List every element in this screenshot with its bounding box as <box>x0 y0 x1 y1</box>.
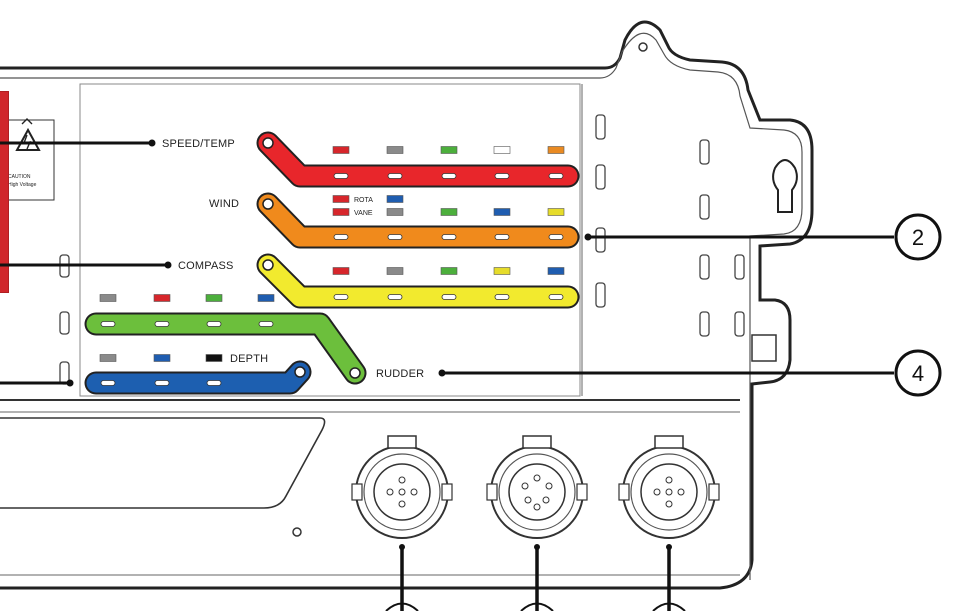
terminal-screw <box>494 173 510 179</box>
bar-rudder <box>84 312 367 385</box>
terminal-screw <box>258 321 274 327</box>
connector-1 <box>351 435 453 539</box>
terminal-screw <box>333 234 349 240</box>
wire-color-marker <box>386 208 404 216</box>
callout-4: 4 <box>894 349 942 397</box>
terminal-screw <box>441 234 457 240</box>
terminal-bars <box>84 131 580 395</box>
bar-end-hole <box>349 367 361 379</box>
wire-color-marker <box>332 267 350 275</box>
wire-color-marker <box>99 294 117 302</box>
bar-end-hole <box>294 366 306 378</box>
wire-color-marker <box>332 146 350 154</box>
terminal-screw <box>154 321 170 327</box>
label-speed-temp: SPEED/TEMP <box>162 138 235 150</box>
warning-icon <box>15 127 41 151</box>
wire-color-marker <box>547 267 565 275</box>
keyhole-mount <box>772 159 798 213</box>
wire-color-marker <box>386 195 404 203</box>
terminal-screw <box>387 234 403 240</box>
bar-end-hole <box>262 137 274 149</box>
label-vane: VANE <box>354 210 373 217</box>
wire-color-marker <box>493 267 511 275</box>
wire-color-marker <box>332 208 350 216</box>
wire-color-marker <box>386 146 404 154</box>
terminal-screw <box>441 173 457 179</box>
callout-2: 2 <box>894 213 942 261</box>
terminal-screw <box>206 321 222 327</box>
wire-color-marker <box>205 354 223 362</box>
wire-color-marker <box>440 208 458 216</box>
bar-end-hole <box>262 259 274 271</box>
terminal-screw <box>100 380 116 386</box>
terminal-screw <box>441 294 457 300</box>
wire-color-marker <box>153 354 171 362</box>
label-rudder: RUDDER <box>376 368 424 380</box>
terminal-screw <box>154 380 170 386</box>
terminal-screw <box>494 294 510 300</box>
wire-color-marker <box>332 195 350 203</box>
bar-wind <box>256 192 580 249</box>
wire-color-marker <box>440 146 458 154</box>
terminal-screw <box>333 294 349 300</box>
label-compass: COMPASS <box>178 260 234 272</box>
connector-2 <box>486 435 588 539</box>
wire-color-marker <box>257 294 275 302</box>
wire-color-marker <box>440 267 458 275</box>
bar-depth <box>84 360 312 395</box>
terminal-screw <box>100 321 116 327</box>
terminal-screw <box>206 380 222 386</box>
terminal-screw <box>387 173 403 179</box>
caution-title: CAUTION <box>8 174 31 180</box>
bar-end-hole <box>262 198 274 210</box>
bar-speed-temp <box>256 131 580 188</box>
terminal-screw <box>548 234 564 240</box>
label-rota: ROTA <box>354 197 373 204</box>
wire-color-marker <box>547 208 565 216</box>
terminal-screw <box>494 234 510 240</box>
wire-color-marker <box>205 294 223 302</box>
terminal-screw <box>333 173 349 179</box>
label-depth: DEPTH <box>230 353 268 365</box>
wire-color-marker <box>99 354 117 362</box>
wire-color-marker <box>493 146 511 154</box>
terminal-screw <box>387 294 403 300</box>
terminal-screw <box>548 173 564 179</box>
enclosure-outline <box>0 20 814 590</box>
label-wind: WIND <box>209 198 239 210</box>
wire-color-marker <box>547 146 565 154</box>
connector-3 <box>618 435 720 539</box>
wire-color-marker <box>493 208 511 216</box>
terminal-screw <box>548 294 564 300</box>
wire-color-marker <box>153 294 171 302</box>
bar-compass <box>256 253 580 309</box>
wire-color-marker <box>386 267 404 275</box>
svg-text:2: 2 <box>912 225 924 250</box>
caution-subtitle: High Voltage <box>8 182 37 188</box>
svg-text:4: 4 <box>912 361 924 386</box>
wire-color-markers <box>99 146 565 362</box>
